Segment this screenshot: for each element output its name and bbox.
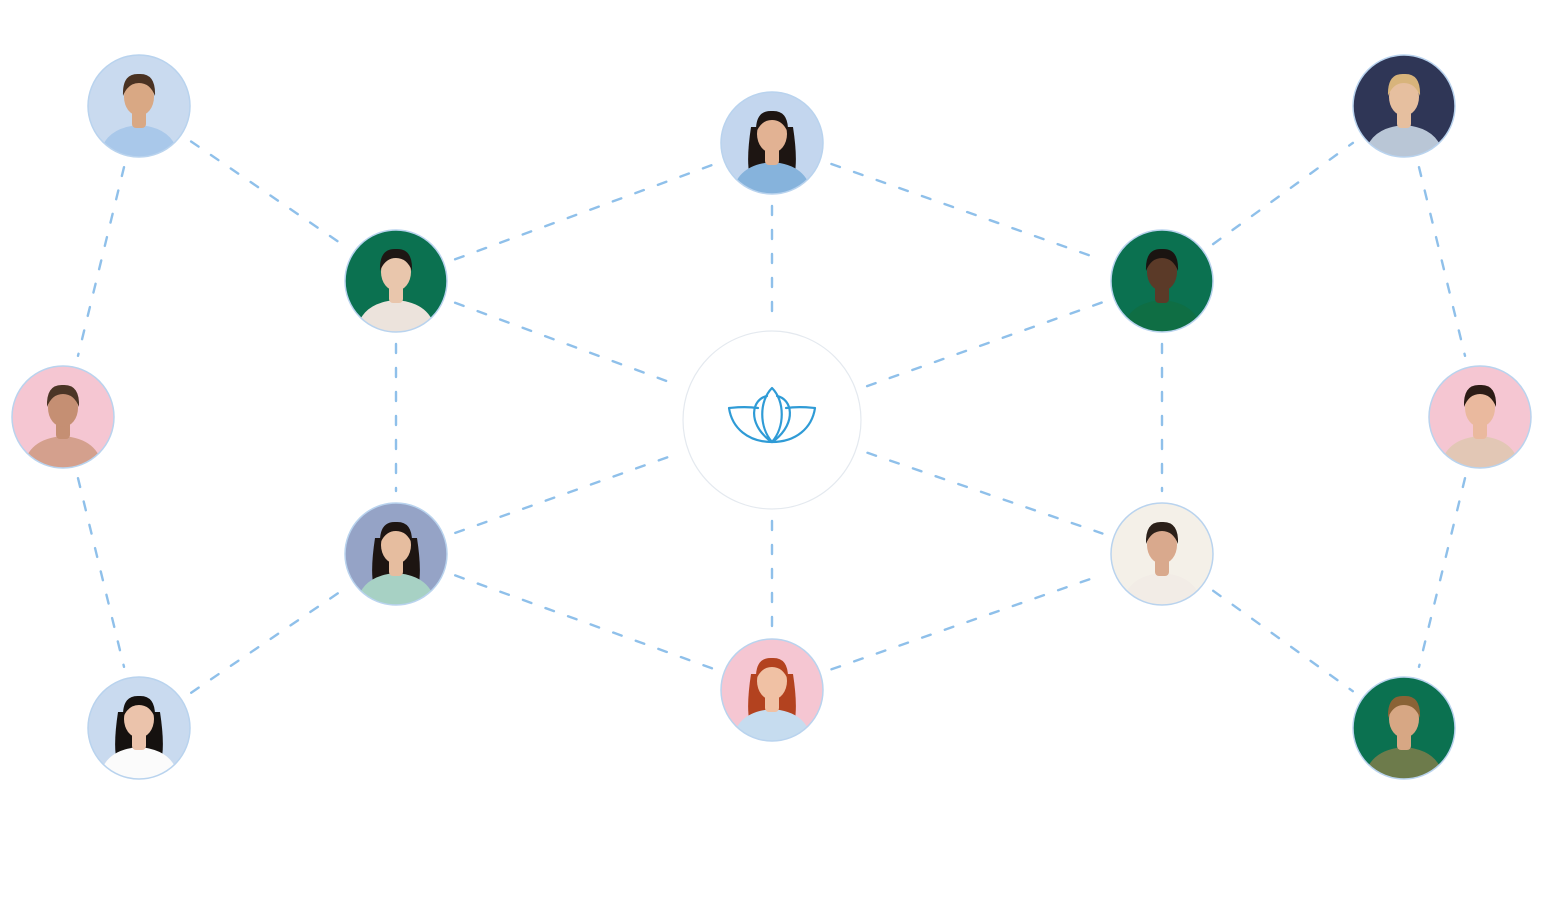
connector-p4-hub [455, 303, 677, 385]
connector-p8-hub [455, 454, 677, 533]
connector-hub-p9 [868, 453, 1103, 534]
connector-p3-p7 [1419, 167, 1465, 356]
person-avatar-p6 [12, 366, 114, 472]
hub-circle [683, 331, 861, 509]
person-avatar-p4 [345, 230, 447, 336]
connector-p1-p4 [191, 142, 344, 246]
person-avatar-p5 [1111, 230, 1213, 336]
hub-node [683, 331, 861, 509]
person-avatar-p10 [88, 677, 190, 783]
person-avatar-p3 [1353, 55, 1455, 161]
person-avatar-p12 [1353, 677, 1455, 783]
person-avatar-p1 [88, 55, 190, 161]
connector-p4-p2 [455, 165, 713, 260]
connector-p2-p5 [831, 164, 1102, 260]
person-avatar-p2 [721, 92, 823, 198]
connector-p6-p10 [78, 478, 124, 667]
person-avatar-p8 [345, 503, 447, 609]
person-avatar-p9 [1111, 503, 1213, 609]
connector-hub-p5 [867, 302, 1103, 386]
connector-p9-p12 [1213, 591, 1353, 691]
connector-p5-p3 [1213, 143, 1353, 244]
connector-p8-p11 [455, 575, 713, 668]
connector-p1-p6 [78, 167, 124, 356]
connector-p11-p9 [832, 575, 1103, 670]
person-avatar-p11 [721, 639, 823, 745]
person-avatar-p7 [1429, 366, 1531, 472]
connector-p7-p12 [1419, 478, 1465, 667]
connector-p10-p8 [191, 589, 344, 692]
